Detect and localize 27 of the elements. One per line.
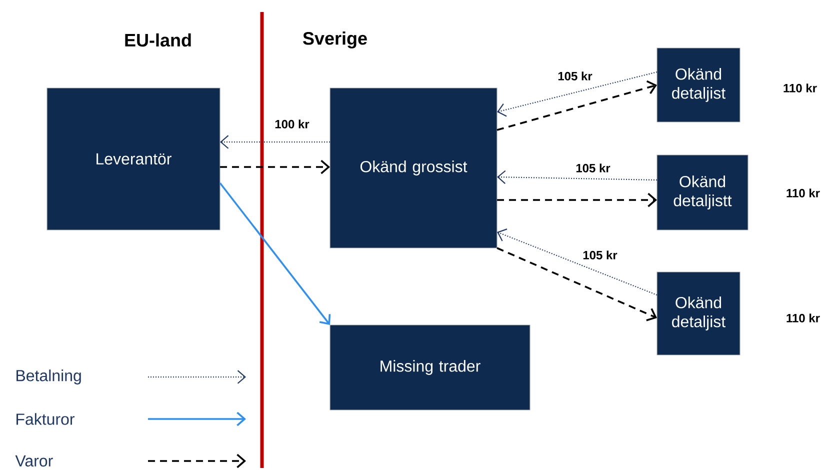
process-box: Okänd grossist	[330, 88, 498, 248]
edge-label: 105 kr	[556, 70, 594, 82]
region-label: EU-land	[125, 33, 191, 47]
edge-label: 105 kr	[582, 250, 618, 260]
process-box: Okänd detaljistt	[656, 154, 748, 230]
arrow	[497, 228, 658, 296]
arrow	[497, 170, 657, 184]
edge-label: 100 kr	[274, 118, 310, 130]
process-box: Okänd detaljist	[656, 272, 740, 356]
arrow	[497, 192, 657, 208]
process-box: Leverantör	[46, 88, 220, 230]
legend-label: Betalning	[16, 370, 81, 384]
arrow	[496, 80, 657, 131]
arrow	[497, 71, 658, 117]
process-box: Okänd detaljist	[656, 48, 740, 122]
legend-label: Fakturor	[16, 413, 74, 425]
price-label: 110 kr	[784, 84, 817, 92]
arrow	[496, 247, 657, 322]
arrow	[220, 135, 330, 149]
edge-label: 105 kr	[574, 162, 612, 174]
arrow	[219, 182, 331, 325]
process-box: Missing trader	[330, 324, 530, 410]
region-label: Sverige	[303, 32, 367, 48]
legend-label: Varor	[15, 455, 53, 467]
price-label: 110 kr	[786, 314, 820, 322]
arrow	[220, 160, 330, 174]
price-label: 110 kr	[786, 188, 820, 198]
